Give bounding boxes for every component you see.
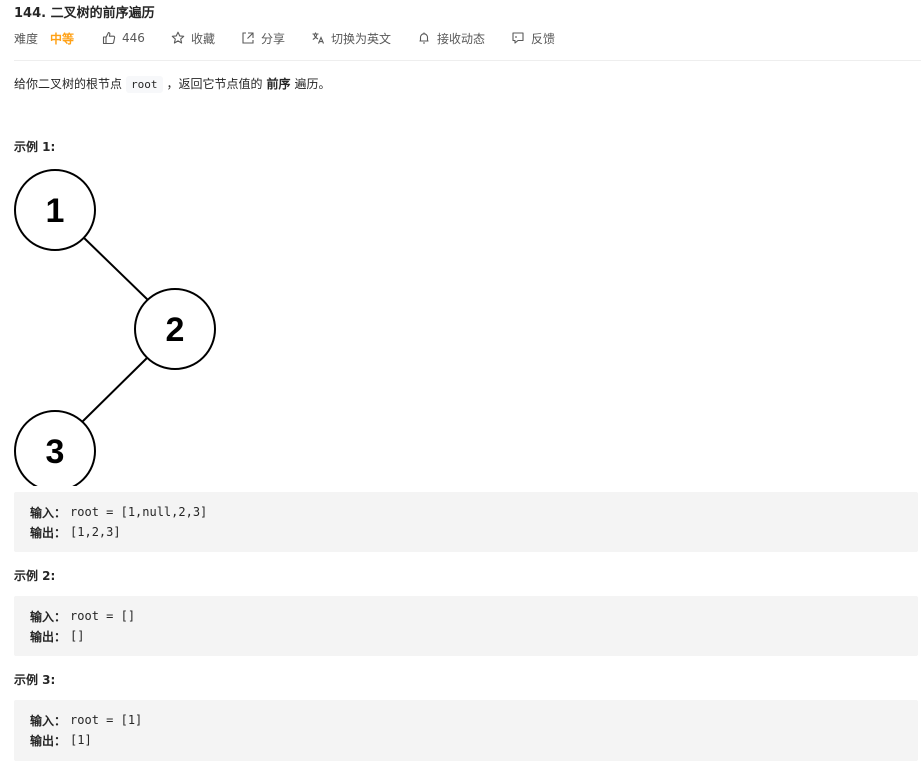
problem-number: 144. [14,6,47,21]
favorite-label: 收藏 [190,31,215,46]
output-label: 输出： [30,733,67,748]
translate-icon [311,31,325,45]
star-icon [171,31,185,45]
example-title: 示例 1: [14,140,56,154]
switch-language-label: 切换为英文 [330,31,391,46]
tree-edge [80,355,150,424]
input-value: root = [1,null,2,3] [70,505,208,519]
description-bold: 前序 [266,77,291,91]
example-title: 示例 2: [14,569,56,583]
example-code-block: 输入： root = [1,null,2,3] 输出： [1,2,3] [14,492,918,552]
input-label: 输入： [30,713,67,728]
problem-name: 二叉树的前序遍历 [50,6,155,21]
difficulty-value: 中等 [50,31,75,46]
example-title: 示例 3: [14,673,56,687]
inline-code-root: root [126,76,163,93]
tree-node: 2 [134,288,216,370]
bell-icon [417,31,431,45]
output-label: 输出： [30,629,67,644]
header-divider [14,60,921,61]
example-code-block: 输入： root = [] 输出： [] [14,596,918,656]
tree-node-label: 3 [46,433,65,471]
favorite-button[interactable]: 收藏 [171,30,215,47]
thumbs-up-icon [102,31,116,45]
example-input-line: 输入： root = [1] [30,710,918,730]
example-code-block: 输入： root = [1] 输出： [1] [14,700,918,761]
example-input-line: 输入： root = [1,null,2,3] [30,502,918,522]
like-count: 446 [122,31,145,45]
feedback-button[interactable]: 反馈 [511,30,555,47]
binary-tree-diagram: 1 2 3 [14,169,216,486]
share-label: 分享 [260,31,285,46]
example-input-line: 输入： root = [] [30,606,918,626]
input-value: root = [1] [70,713,143,727]
output-label: 输出： [30,525,67,540]
notify-button[interactable]: 接收动态 [417,30,485,47]
switch-language-button[interactable]: 切换为英文 [311,30,391,47]
output-value: [] [70,629,85,643]
like-button[interactable]: 446 [102,31,145,45]
difficulty-label: 难度 [14,31,39,46]
description-text: 给你二叉树的根节点 [14,77,123,91]
example-output-line: 输出： [1] [30,730,918,750]
example-output-line: 输出： [1,2,3] [30,522,918,542]
description-text: 遍历。 [294,77,331,91]
tree-node-label: 2 [166,311,185,349]
problem-title: 144. 二叉树的前序遍历 [14,2,155,21]
output-value: [1,2,3] [70,525,121,539]
input-label: 输入： [30,505,67,520]
tree-node-label: 1 [46,192,65,230]
tree-edge [80,234,150,302]
tree-node: 3 [14,410,96,486]
output-value: [1] [70,733,92,747]
notify-label: 接收动态 [436,31,485,46]
feedback-icon [511,31,525,45]
feedback-label: 反馈 [531,31,556,46]
problem-meta-bar: 难度 中等 446 收藏 分享 切换为英文 接收动态 反馈 [14,29,581,47]
example-output-line: 输出： [] [30,626,918,646]
tree-node: 1 [14,169,96,251]
input-value: root = [] [70,609,136,623]
input-label: 输入： [30,609,67,624]
share-icon [241,31,255,45]
description-text: ，返回它节点值的 [166,77,263,91]
share-button[interactable]: 分享 [241,30,285,47]
